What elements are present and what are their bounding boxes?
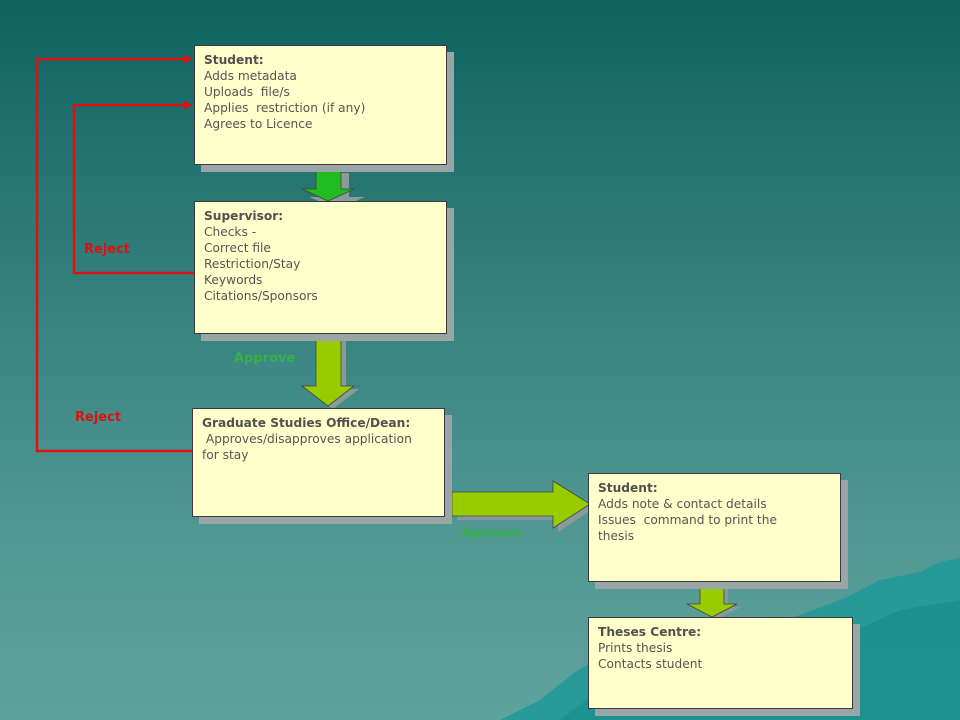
step-box-graduate-studies: Graduate Studies Office/Dean: Approves/d… (192, 408, 445, 517)
step-line: thesis (598, 529, 635, 543)
step-line: Correct file (204, 241, 271, 255)
step-line: Restriction/Stay (204, 257, 301, 271)
step-line: Citations/Sponsors (204, 289, 318, 303)
step-line: Approves/disapproves application (202, 432, 412, 446)
arrow-down-2 (300, 333, 356, 407)
reject-label: Reject (75, 410, 122, 425)
step-line: Uploads file/s (204, 85, 290, 99)
step-line: Checks - (204, 225, 257, 239)
reject-arrowhead-inner (184, 101, 193, 109)
arrow-down-1 (301, 164, 355, 202)
step-line: Keywords (204, 273, 263, 287)
step-line: Prints thesis (598, 641, 673, 655)
step-line: for stay (202, 448, 249, 462)
step-line: Applies restriction (if any) (204, 101, 366, 115)
reject-line-outer (35, 57, 192, 453)
step-title: Student: (598, 481, 658, 495)
step-box-theses-centre: Theses Centre: Prints thesis Contacts st… (588, 617, 853, 709)
step-line: Agrees to Licence (204, 117, 313, 131)
reject-arrowhead-outer (184, 55, 193, 63)
step-title: Theses Centre: (598, 625, 702, 639)
step-line: Contacts student (598, 657, 703, 671)
step-box-supervisor: Supervisor: Checks - Correct file Restri… (194, 201, 447, 334)
reject-line-inner (72, 103, 194, 275)
reject-label: Reject (84, 242, 131, 257)
step-title: Graduate Studies Office/Dean: (202, 416, 411, 430)
step-line: Adds note & contact details (598, 497, 767, 511)
step-title: Supervisor: (204, 209, 284, 223)
step-box-student-print: Student: Adds note & contact details Iss… (588, 473, 841, 582)
step-box-student-upload: Student: Adds metadata Uploads file/s Ap… (194, 45, 447, 165)
step-line: Issues command to print the (598, 513, 777, 527)
approve-label: Approve (234, 351, 296, 366)
approve-label: Approve (461, 526, 523, 541)
arrow-right (451, 480, 591, 529)
arrow-down-3 (686, 579, 738, 618)
step-title: Student: (204, 53, 264, 67)
step-line: Adds metadata (204, 69, 297, 83)
